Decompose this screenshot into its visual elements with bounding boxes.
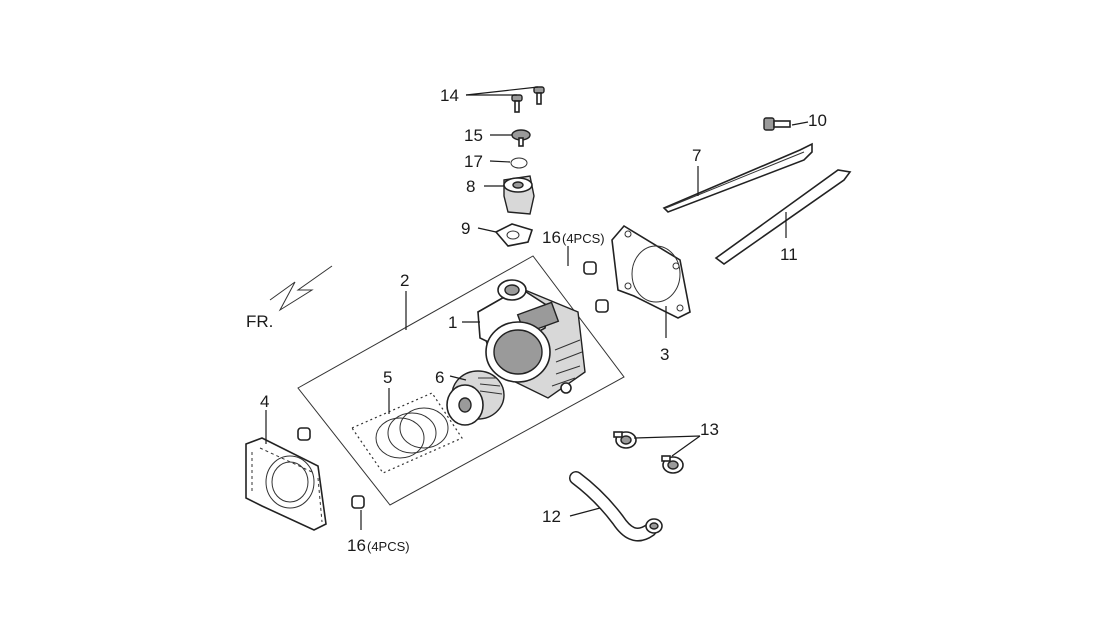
callout-17: 17 xyxy=(464,152,483,171)
callout-7: 7 xyxy=(692,146,701,165)
callout-14: 14 xyxy=(440,86,459,105)
cylinder-assembly-group-box xyxy=(297,255,625,506)
front-direction-label: FR. xyxy=(246,312,273,331)
leader-lines xyxy=(265,86,809,530)
guide-bolt-icon xyxy=(763,117,791,131)
callout-3: 3 xyxy=(660,345,669,364)
dowel-pin-icon xyxy=(297,261,609,509)
washer-bolt-icon xyxy=(511,129,531,147)
callout-16-bottom-qty: (4PCS) xyxy=(367,539,410,554)
callout-11: 11 xyxy=(780,245,798,264)
piston-ring-set-box xyxy=(351,392,463,474)
hose-clamp-icon xyxy=(613,431,684,474)
callout-13: 13 xyxy=(700,420,719,439)
callout-10: 10 xyxy=(808,111,827,130)
front-direction-arrow-icon xyxy=(269,265,333,312)
callout-1: 1 xyxy=(448,313,457,332)
callout-16-top-qty: (4PCS) xyxy=(562,231,605,246)
tensioner-blade-icon xyxy=(714,169,852,265)
callout-16-top: 16 xyxy=(542,228,561,247)
bolt-icon xyxy=(511,86,545,113)
callout-6: 6 xyxy=(435,368,444,387)
piston-icon xyxy=(446,370,505,426)
cylinder-head-gasket-icon xyxy=(245,437,327,531)
thermostat-housing-icon xyxy=(503,175,535,215)
o-ring-icon xyxy=(510,157,528,169)
chain-guide-icon xyxy=(662,142,813,213)
callout-9: 9 xyxy=(461,219,470,238)
callout-15: 15 xyxy=(464,126,483,145)
cylinder-icon xyxy=(477,279,586,399)
cylinder-base-gasket-icon xyxy=(611,224,691,319)
piston-rings-icon xyxy=(375,407,449,459)
thermostat-gasket-icon xyxy=(494,223,534,247)
callout-2: 2 xyxy=(400,271,409,290)
callout-4: 4 xyxy=(260,392,269,411)
callout-8: 8 xyxy=(466,177,475,196)
callout-12: 12 xyxy=(542,507,561,526)
water-hose-icon xyxy=(569,471,663,542)
callout-5: 5 xyxy=(383,368,392,387)
callout-16-bottom: 16 xyxy=(347,536,366,555)
